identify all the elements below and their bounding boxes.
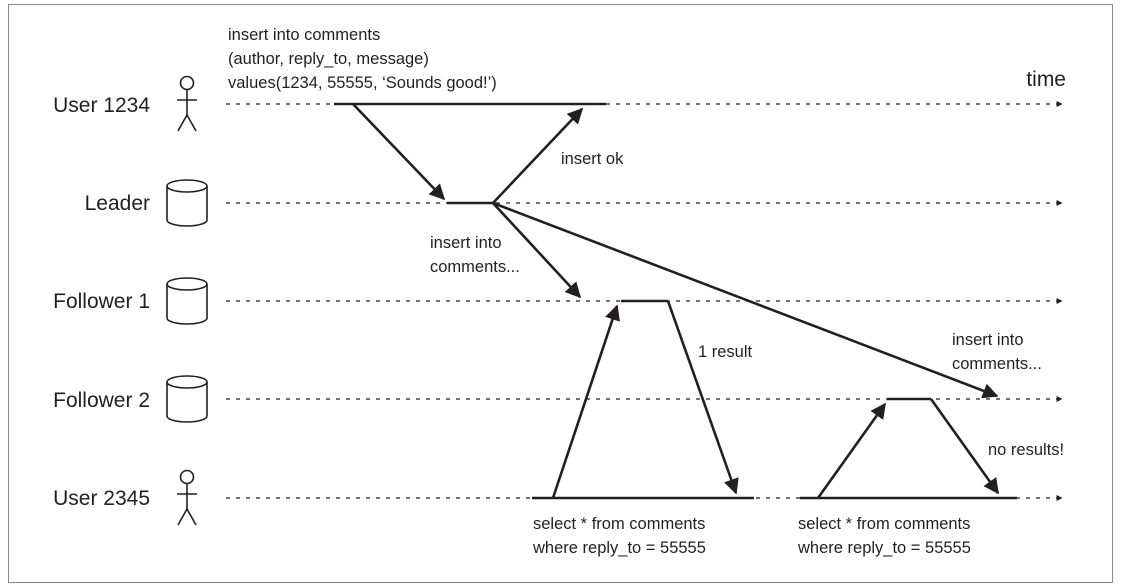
replication-arrow-follower2 — [492, 201, 999, 399]
database-icon — [166, 277, 208, 325]
lane-label-follower2: Follower 2 — [53, 389, 150, 412]
svg-text:select * from comments: select * from comments — [533, 515, 705, 533]
replicate-follower1-label: insert into comments... — [430, 234, 520, 276]
query2-request-arrow — [816, 402, 887, 499]
svg-text:where reply_to = 55555: where reply_to = 55555 — [532, 539, 706, 557]
query1-response-arrow — [666, 300, 739, 495]
diagram-frame — [8, 4, 1113, 583]
svg-text:insert into: insert into — [952, 331, 1024, 349]
insert-ok-arrow — [492, 107, 584, 204]
replication-arrow-follower1 — [492, 202, 582, 299]
lane-label-user1234: User 1234 — [53, 94, 150, 117]
query1-request-arrow — [551, 304, 620, 499]
svg-text:where reply_to = 55555: where reply_to = 55555 — [797, 539, 971, 557]
select-query-1-text: select * from comments where reply_to = … — [532, 515, 706, 557]
lane-label-user2345: User 2345 — [53, 487, 150, 510]
svg-text:comments...: comments... — [430, 258, 520, 276]
svg-text:insert into comments: insert into comments — [228, 26, 380, 44]
svg-text:comments...: comments... — [952, 355, 1042, 373]
svg-text:values(1234, 55555, ‘Sounds go: values(1234, 55555, ‘Sounds good!’) — [228, 74, 497, 92]
no-results-label: no results! — [988, 441, 1064, 459]
query2-response-arrow — [929, 398, 1000, 495]
svg-text:select * from comments: select * from comments — [798, 515, 970, 533]
person-icon — [177, 469, 197, 526]
select-query-2-text: select * from comments where reply_to = … — [797, 515, 971, 557]
person-icon — [177, 75, 197, 132]
one-result-label: 1 result — [698, 343, 753, 361]
insert-request-arrow — [352, 103, 446, 201]
svg-text:insert into: insert into — [430, 234, 502, 252]
database-icon — [166, 375, 208, 423]
database-icon — [166, 179, 208, 227]
insert-ok-label: insert ok — [561, 150, 624, 168]
insert-query-text: insert into comments (author, reply_to, … — [228, 26, 497, 92]
svg-text:(author, reply_to, message): (author, reply_to, message) — [228, 50, 429, 68]
replicate-follower2-label: insert into comments... — [952, 331, 1042, 373]
lane-label-follower1: Follower 1 — [53, 290, 150, 313]
lane-label-leader: Leader — [85, 192, 150, 215]
time-axis-label: time — [1026, 68, 1066, 91]
